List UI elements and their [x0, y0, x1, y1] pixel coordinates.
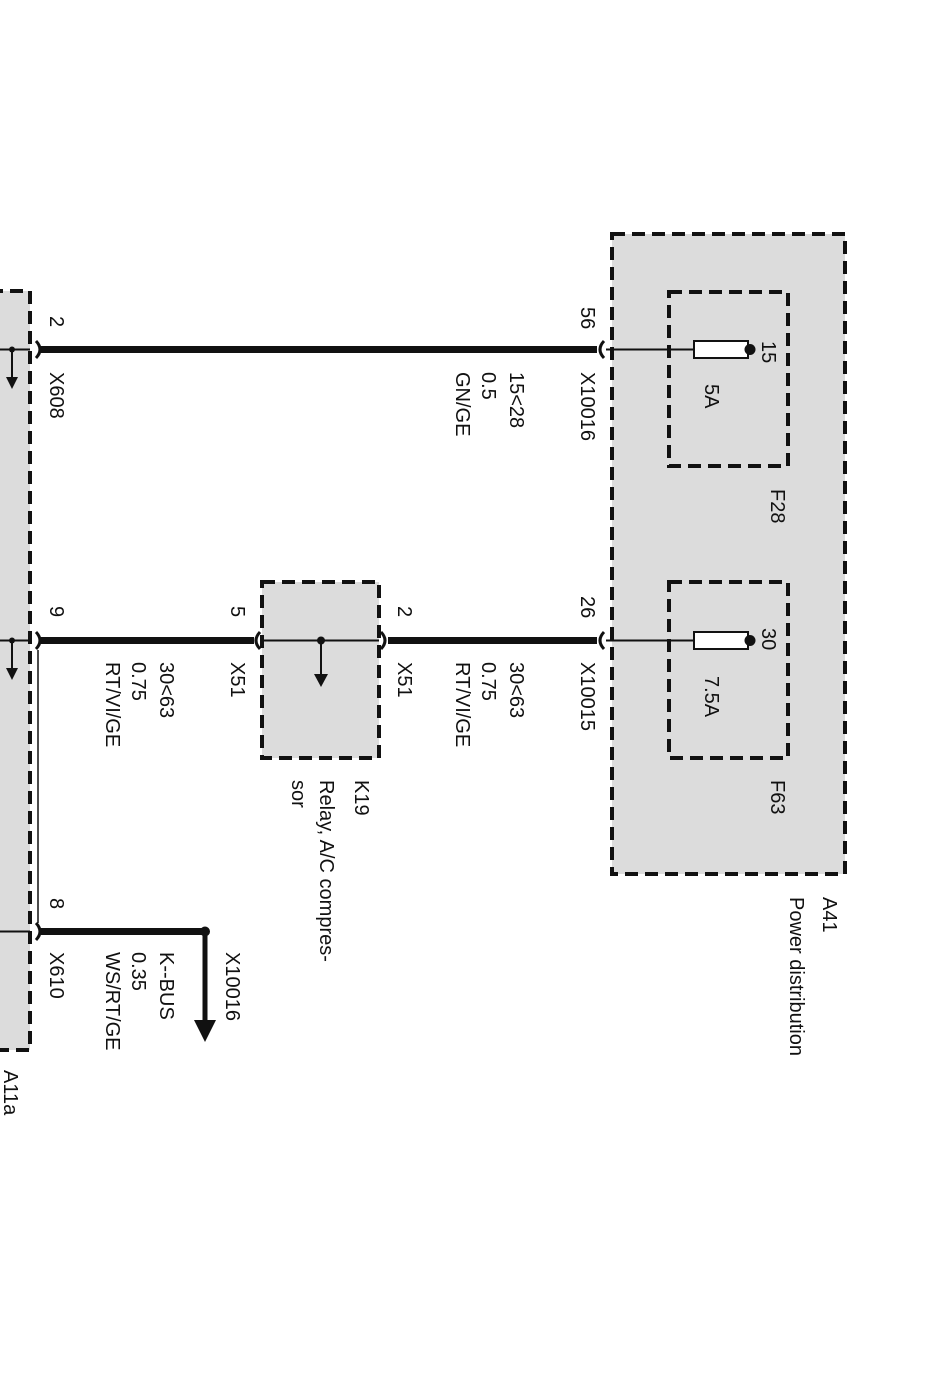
c1-pin-right: 56 — [576, 307, 598, 329]
relay-k19-id: K19 — [350, 780, 372, 816]
connector-notches — [34, 339, 606, 942]
c3-pin-left: 8 — [45, 898, 67, 909]
relay-k19-name-line2: sor — [287, 780, 309, 808]
c2r-pin-left: 2 — [393, 606, 415, 617]
c2l-pin-left: 9 — [45, 606, 67, 617]
fuse-f63-id: F63 — [766, 780, 788, 814]
c2l-conn-right: X51 — [226, 662, 248, 698]
c2l-size: 0.75 — [127, 662, 149, 701]
c2l-signal: 30<63 — [155, 662, 177, 718]
fuse-f63-rating: 7.5A — [700, 676, 722, 718]
c3-conn-left: X610 — [45, 952, 67, 999]
kbus-node-dot — [200, 926, 210, 937]
relay-k19-name-line1: Relay, A/C compres- — [315, 780, 337, 962]
fuse-f63-box — [667, 580, 790, 760]
fuse-f63-symbol — [693, 631, 756, 650]
module-a11a-id: A11a — [0, 1070, 21, 1116]
c3-size: 0.35 — [127, 952, 149, 991]
c1-conn-right: X10016 — [576, 372, 598, 441]
c2l-pin-right: 5 — [226, 606, 248, 617]
c3-color: WS/RT/GE — [101, 952, 123, 1051]
c1-signal: 15<28 — [505, 372, 527, 428]
fuse-f63-pin: 30 — [757, 628, 779, 650]
kbus-arrow-icon — [194, 1020, 216, 1042]
module-a41-id: A41 — [818, 897, 840, 933]
c1-size: 0.5 — [477, 372, 499, 400]
relay-arrow-icon — [314, 674, 328, 687]
fuse-f28-rating: 5A — [700, 384, 722, 409]
fuse-f28-box — [667, 290, 790, 468]
module-a11a-internal-arrows — [0, 346, 30, 933]
c2r-size: 0.75 — [477, 662, 499, 701]
c1-color: GN/GE — [451, 372, 473, 436]
fuse-f28-symbol — [693, 340, 756, 359]
c2l-color: RT/VI/GE — [101, 662, 123, 747]
module-a41-name: Power distribution — [785, 897, 807, 1056]
c1-conn-left: X608 — [45, 372, 67, 419]
fuse-f28-pin: 15 — [757, 341, 779, 363]
c2r-color: RT/VI/GE — [451, 662, 473, 747]
c2r-conn-right: X10015 — [576, 662, 598, 731]
c2r-signal: 30<63 — [505, 662, 527, 718]
c2r-pin-right: 26 — [576, 596, 598, 618]
power-distribution-box — [610, 232, 847, 876]
fuse-f28-id: F28 — [766, 489, 788, 523]
c3-conn-dest: X10016 — [221, 952, 243, 1021]
relay-k19-box — [260, 580, 381, 760]
c2r-conn-left: X51 — [393, 662, 415, 698]
c1-pin-left: 2 — [45, 316, 67, 327]
c3-signal: K--BUS — [155, 952, 177, 1020]
